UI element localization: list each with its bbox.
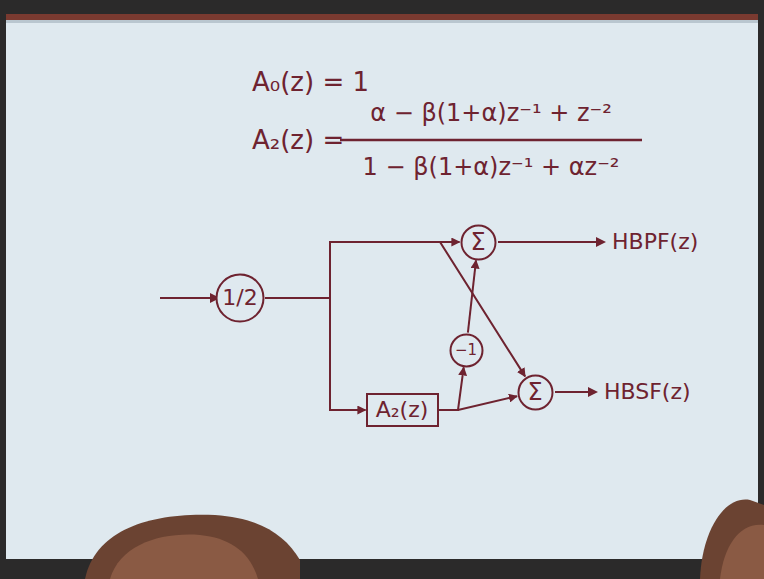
allpass-box: A₂(z) — [366, 393, 439, 427]
node-text: A₂(z) — [376, 399, 429, 421]
numerator: α − β(1+α)z⁻¹ + z⁻² — [370, 100, 612, 126]
node-text: Σ — [527, 380, 542, 404]
node-text: 1/2 — [222, 287, 257, 309]
signal-line — [265, 298, 366, 410]
equation: A₀(z) = 1 — [252, 68, 369, 97]
signal-line — [439, 396, 518, 410]
output-label: HBPF(z) — [612, 230, 698, 254]
gain-circle: 1/2 — [215, 273, 265, 323]
signal-line — [265, 242, 525, 376]
signal-line — [468, 260, 476, 332]
output-label: HBSF(z) — [604, 380, 691, 404]
signal-line — [265, 242, 460, 298]
node-text: −1 — [455, 343, 477, 358]
signal-line — [439, 367, 464, 410]
equation: A₂(z) = — [252, 126, 344, 155]
negate-circle: −1 — [449, 333, 484, 368]
summer-circle: Σ — [517, 374, 554, 411]
node-text: Σ — [470, 230, 485, 254]
summer-circle: Σ — [460, 224, 497, 261]
denominator: 1 − β(1+α)z⁻¹ + αz⁻² — [363, 154, 620, 180]
